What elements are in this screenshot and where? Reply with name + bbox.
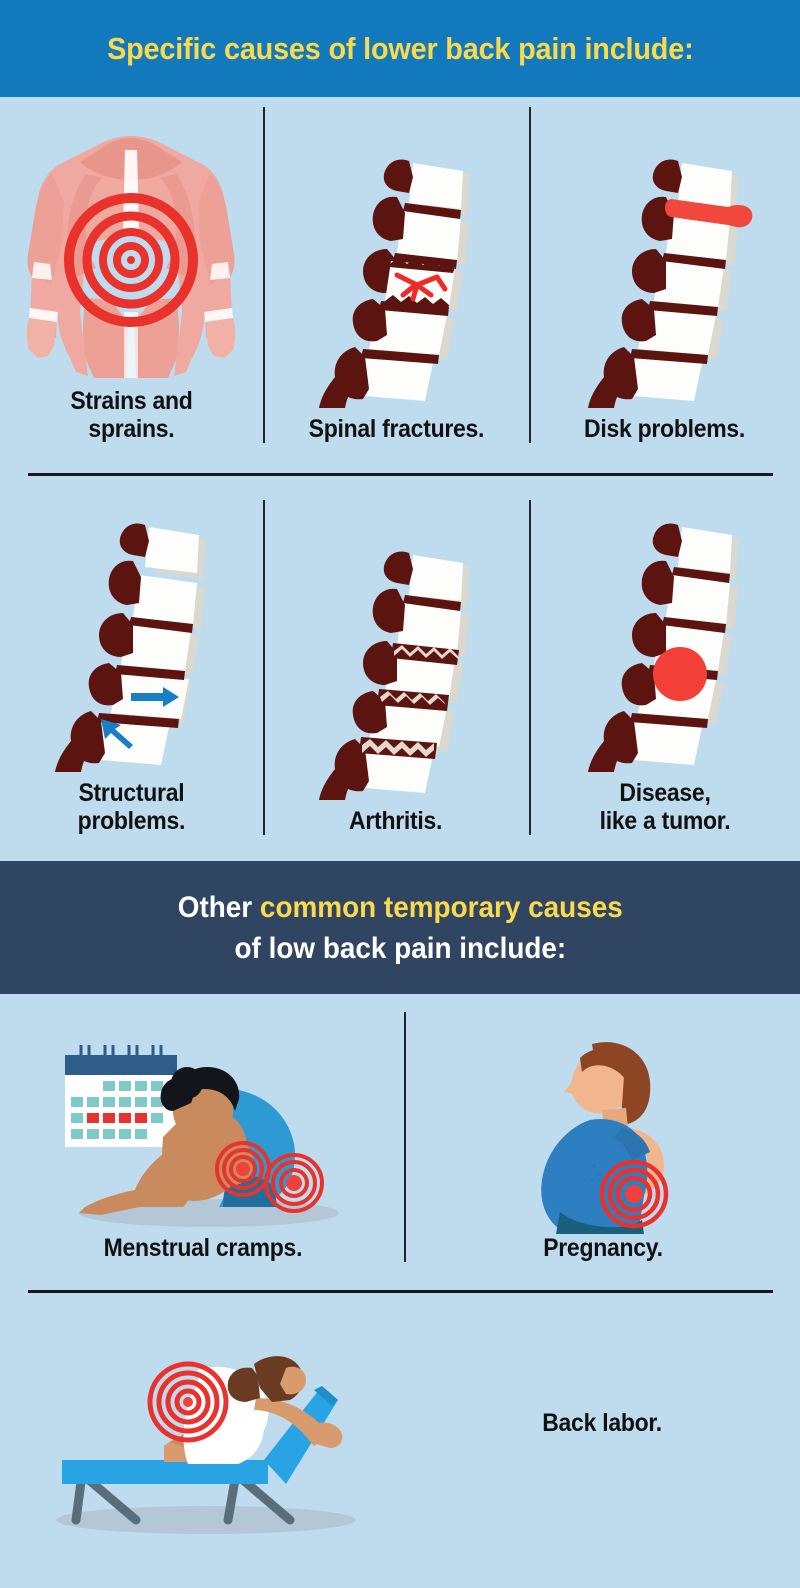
specific-row-2: Structural problems. xyxy=(0,486,800,861)
cell-structural-problems[interactable]: Structural problems. xyxy=(0,486,263,861)
back-muscles-pain-illustration xyxy=(0,117,263,387)
pain-ring-lower-back-2 xyxy=(263,1152,324,1213)
pain-ring-lower-back xyxy=(147,1361,228,1442)
row-divider-1 xyxy=(27,473,773,476)
caption-spinal-fractures: Spinal fractures. xyxy=(308,415,484,443)
caption-strains-and-sprains: Strains and sprains. xyxy=(70,387,193,443)
pain-ring-lower-back xyxy=(599,1159,668,1229)
calendar-graphic xyxy=(64,1044,177,1147)
row-divider-2 xyxy=(27,1290,773,1293)
page-title: Specific causes of lower back pain inclu… xyxy=(106,30,694,66)
column-divider-4 xyxy=(529,500,531,835)
section-temporary-causes: Menstrual cramps. xyxy=(0,994,800,1553)
column-divider-3 xyxy=(263,500,265,835)
section-subheader: Other common temporary causes of low bac… xyxy=(0,861,800,994)
subheader-line-1-highlight: common temporary causes xyxy=(259,890,623,924)
subheader-line-1: Other common temporary causes xyxy=(177,888,622,927)
caption-back-labor: Back labor. xyxy=(542,1409,663,1437)
column-divider-1 xyxy=(263,107,265,443)
cell-disease-tumor[interactable]: Disease, like a tumor. xyxy=(529,486,800,861)
spine-fracture-illustration xyxy=(263,145,529,415)
spine-tumor-illustration xyxy=(529,509,800,779)
caption-pregnancy: Pregnancy. xyxy=(542,1234,663,1262)
column-divider-2 xyxy=(529,107,531,443)
specific-row-1: Strains and sprains. xyxy=(0,97,800,465)
temporary-row-1: Menstrual cramps. xyxy=(0,994,800,1286)
pregnant-woman-back-pain-illustration xyxy=(405,1024,800,1234)
cell-spinal-fractures[interactable]: Spinal fractures. xyxy=(263,97,529,465)
cell-back-labor-caption[interactable]: Back labor. xyxy=(405,1293,800,1553)
calendar-marked-days xyxy=(70,1112,147,1123)
cell-back-labor-illustration[interactable] xyxy=(0,1293,405,1553)
cell-menstrual-cramps[interactable]: Menstrual cramps. xyxy=(0,994,405,1286)
caption-arthritis: Arthritis. xyxy=(349,807,443,835)
cell-strains-and-sprains[interactable]: Strains and sprains. xyxy=(0,97,263,465)
subheader-line-1-white: Other xyxy=(177,890,260,924)
cell-disk-problems[interactable]: Disk problems. xyxy=(529,97,800,465)
caption-structural-problems: Structural problems. xyxy=(77,779,186,835)
caption-menstrual-cramps: Menstrual cramps. xyxy=(103,1234,302,1262)
spine-arthritis-illustration xyxy=(263,537,529,807)
spine-herniated-disk-illustration xyxy=(529,145,800,415)
subheader-line-2: of low back pain include: xyxy=(234,931,566,965)
caption-disk-problems: Disk problems. xyxy=(583,415,746,443)
temporary-row-2: Back labor. xyxy=(0,1293,800,1553)
woman-with-calendar-cramps-illustration xyxy=(0,1024,405,1234)
spine-structural-slippage-illustration xyxy=(0,509,263,779)
cell-arthritis[interactable]: Arthritis. xyxy=(263,486,529,861)
section-specific-causes: Strains and sprains. xyxy=(0,97,800,861)
cell-pregnancy[interactable]: Pregnancy. xyxy=(405,994,800,1286)
tumor-marker xyxy=(652,646,707,701)
column-divider-5 xyxy=(404,1012,406,1262)
woman-kneeling-lounger-back-labor-illustration xyxy=(0,1303,405,1543)
page-header: Specific causes of lower back pain inclu… xyxy=(0,0,800,97)
caption-disease-tumor: Disease, like a tumor. xyxy=(599,779,730,835)
